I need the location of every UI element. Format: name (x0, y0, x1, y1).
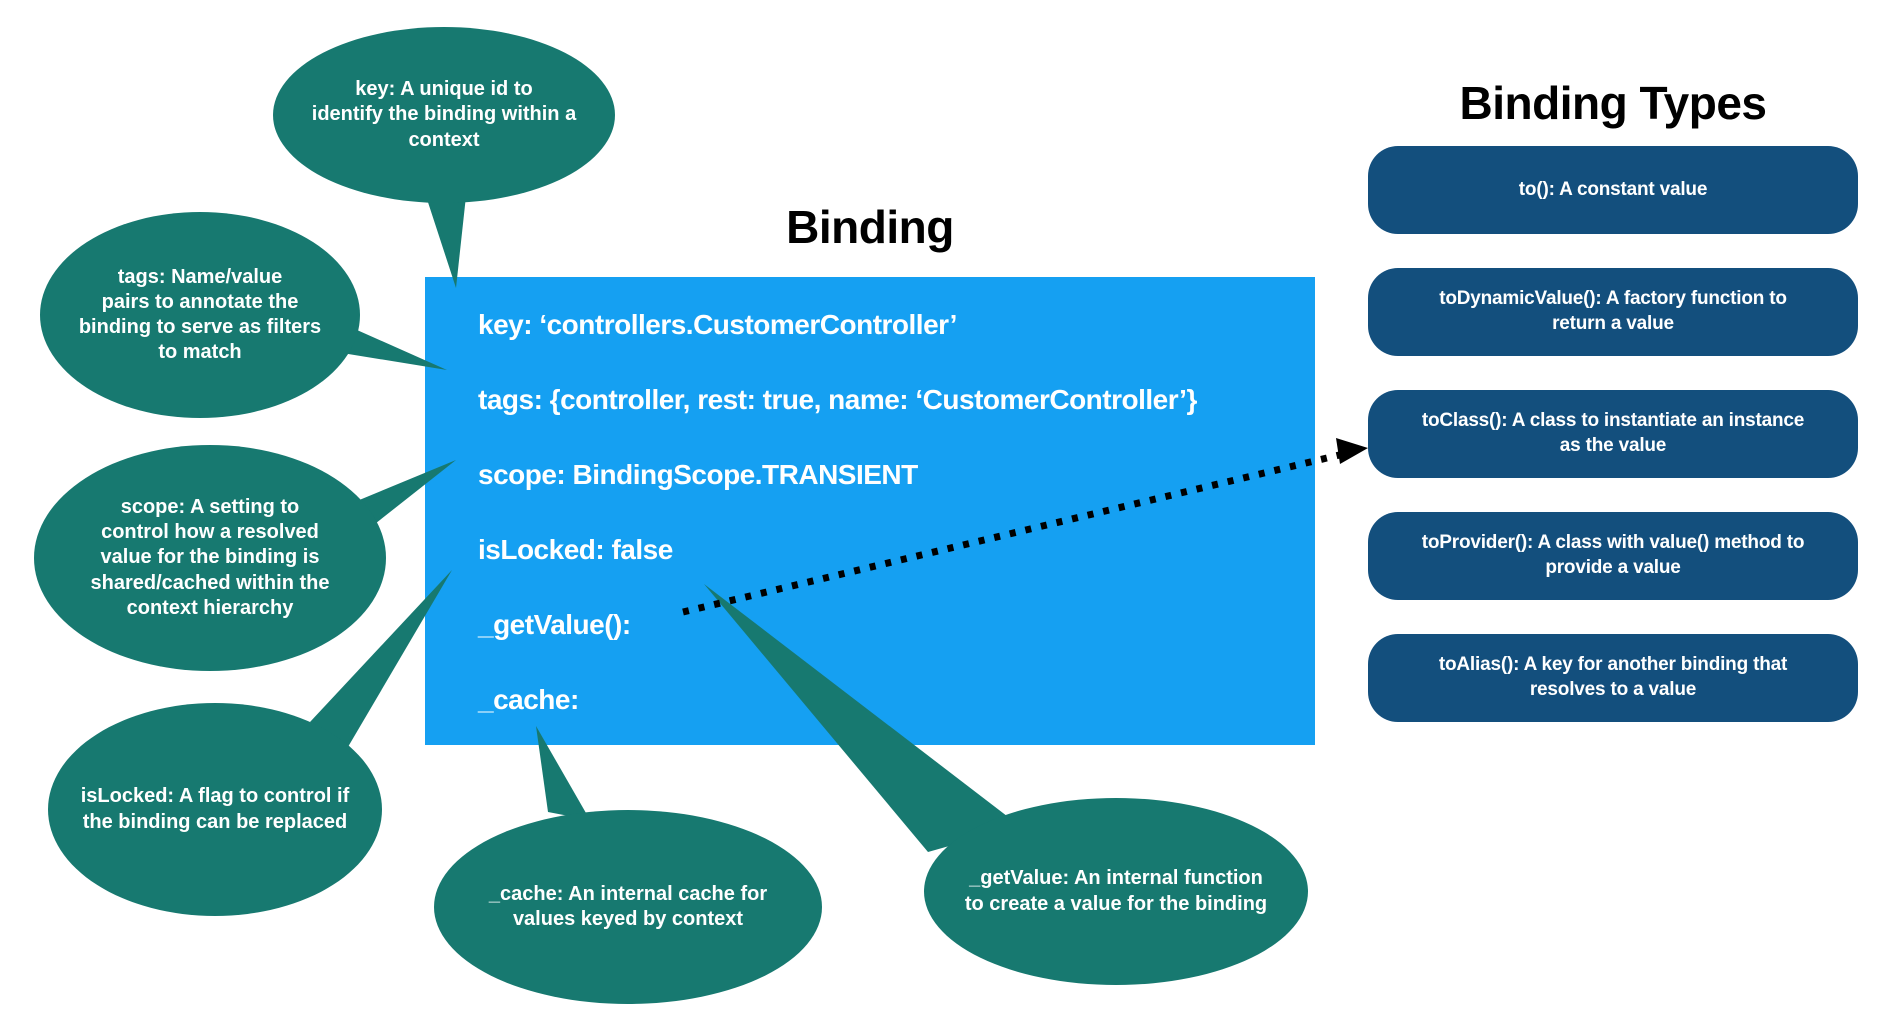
binding-line-cache: _cache: (478, 683, 579, 715)
binding-title: Binding (786, 201, 954, 253)
binding-type-pill-toclass: toClass(): A class to instantiate an ins… (1368, 390, 1858, 478)
annotation-bubble-key: key: A unique id to identify the binding… (273, 27, 615, 203)
binding-type-pill-toprovider: toProvider(): A class with value() metho… (1368, 512, 1858, 600)
binding-type-pill-to: to(): A constant value (1368, 146, 1858, 234)
binding-line-tags: tags: {controller, rest: true, name: ‘Cu… (478, 383, 1197, 415)
binding-box: key: ‘controllers.CustomerController’ ta… (425, 277, 1315, 745)
binding-type-pill-todynamic: toDynamicValue(): A factory function to … (1368, 268, 1858, 356)
binding-line-key: key: ‘controllers.CustomerController’ (478, 308, 957, 340)
binding-types-title: Binding Types (1459, 77, 1768, 129)
binding-type-pill-toalias: toAlias(): A key for another binding tha… (1368, 634, 1858, 722)
binding-line-islocked: isLocked: false (478, 533, 673, 565)
annotation-bubble-tags: tags: Name/value pairs to annotate the b… (40, 212, 360, 418)
annotation-bubble-cache: _cache: An internal cache for values key… (434, 810, 822, 1004)
annotation-bubble-scope: scope: A setting to control how a resolv… (34, 445, 386, 671)
annotation-bubble-getvalue: _getValue: An internal function to creat… (924, 798, 1308, 985)
arrowhead-icon (1336, 438, 1368, 464)
binding-line-getvalue: _getValue(): (478, 608, 631, 640)
binding-line-scope: scope: BindingScope.TRANSIENT (478, 458, 918, 490)
annotation-bubble-islocked: isLocked: A flag to control if the bindi… (48, 703, 382, 916)
